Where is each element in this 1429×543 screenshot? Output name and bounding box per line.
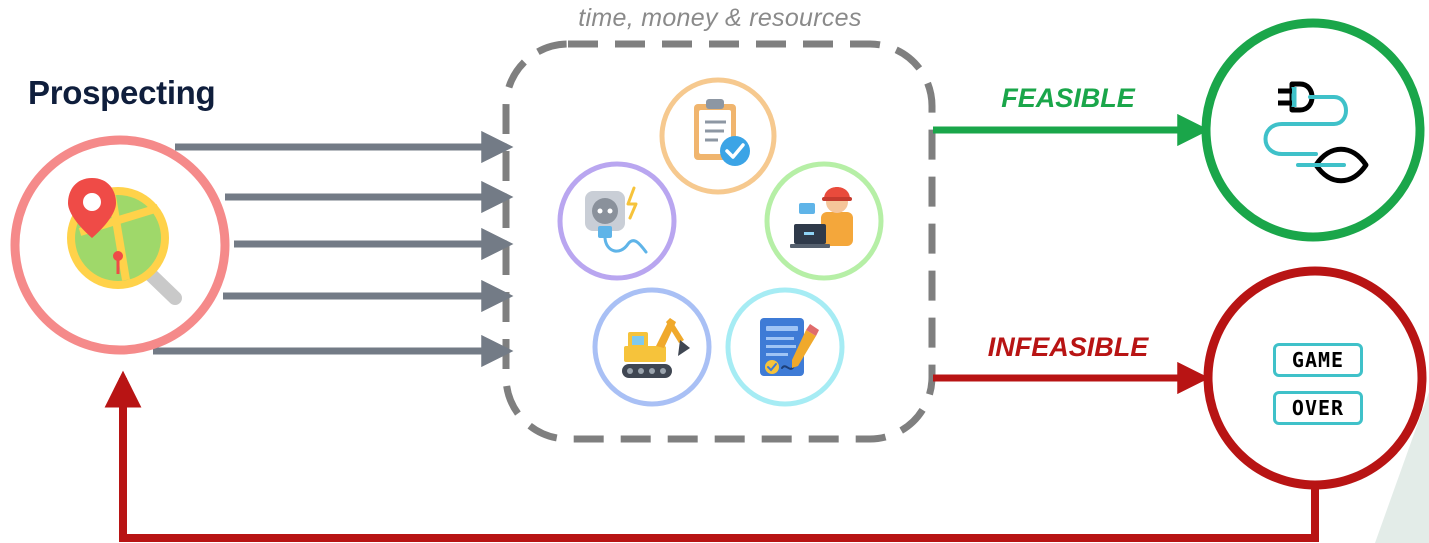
feedback-loop-arrow — [104, 370, 1319, 542]
map-search-icon — [67, 178, 182, 305]
feasible-label: FEASIBLE — [1001, 83, 1135, 113]
stage-excavator — [592, 287, 712, 407]
stage-engineer — [764, 161, 884, 281]
process-dashed-box — [502, 40, 936, 443]
corner-decoration — [1375, 392, 1429, 543]
contract-icon — [760, 318, 819, 376]
resources-note: time, money & resources — [578, 4, 862, 32]
feasible-circle — [1201, 18, 1425, 242]
excavator-icon — [622, 318, 690, 378]
game-over-word-over: OVER — [1273, 391, 1363, 425]
engineer-laptop-icon — [790, 187, 853, 248]
infeasible-circle — [1203, 266, 1427, 490]
plug-leaf-icon — [1263, 81, 1369, 184]
game-over-word-game: GAME — [1273, 343, 1363, 377]
stage-socket — [557, 161, 677, 281]
input-arrows — [153, 130, 514, 368]
prospecting-title: Prospecting — [28, 74, 216, 111]
stage-checklist — [659, 77, 777, 195]
stage-contract — [725, 287, 845, 407]
infeasible-label: INFEASIBLE — [987, 332, 1149, 362]
checklist-icon — [694, 99, 750, 166]
electric-socket-icon — [585, 186, 648, 254]
